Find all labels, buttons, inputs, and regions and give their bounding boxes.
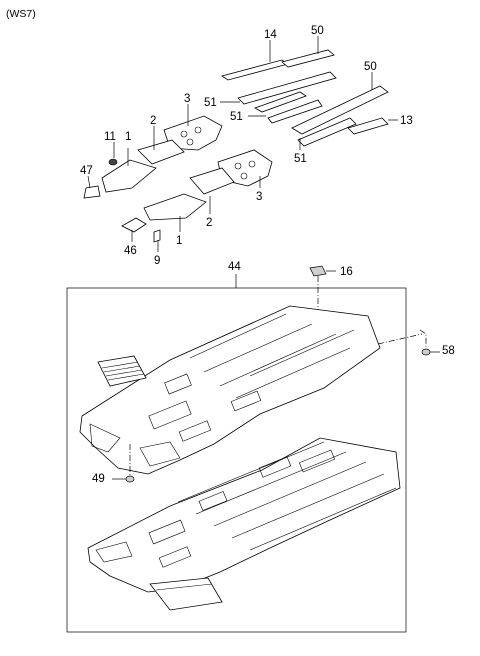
callout-46: 46 (124, 245, 137, 257)
callout-51-b: 51 (230, 111, 243, 123)
part-1-upper-pad (101, 159, 157, 193)
callout-3-mid: 3 (256, 191, 262, 203)
part-14-pad (221, 59, 289, 81)
part-46-piece (121, 217, 147, 233)
callout-44: 44 (228, 261, 241, 273)
callout-16: 16 (340, 266, 353, 278)
floor-mat-assembly-frame (66, 287, 407, 633)
callout-9: 9 (154, 255, 160, 267)
part-2-upper-pad (137, 139, 185, 165)
part-51-right-pad (297, 117, 357, 147)
callout-58: 58 (442, 345, 455, 357)
part-49-clip (112, 444, 135, 483)
part-16-clip (309, 265, 336, 340)
part-11-clip (108, 158, 118, 166)
callout-13: 13 (400, 115, 413, 127)
callout-2-top: 2 (150, 115, 156, 127)
model-code: (WS7) (6, 8, 36, 20)
upper-floor-mat (79, 305, 381, 475)
callout-1-top: 1 (125, 131, 131, 143)
part-2-mid-pad (189, 167, 235, 195)
callout-3-top: 3 (184, 93, 190, 105)
callout-51-a: 51 (204, 97, 217, 109)
callout-11: 11 (104, 131, 116, 143)
part-3-mid-pad (217, 149, 273, 187)
part-9-piece (153, 229, 161, 243)
part-47-piece (83, 185, 101, 199)
callout-14: 14 (264, 29, 277, 41)
part-13-pad (347, 117, 389, 135)
part-51-upper-pads (254, 91, 323, 124)
callout-49: 49 (92, 473, 105, 485)
part-58-clip (377, 329, 440, 356)
callout-47: 47 (80, 165, 93, 177)
lower-floor-mat (87, 437, 401, 593)
callout-50-top: 50 (311, 25, 324, 37)
callout-2-mid: 2 (206, 217, 212, 229)
leader-lines (87, 36, 398, 288)
callout-1-mid: 1 (176, 235, 182, 247)
cargo-mat (149, 577, 223, 611)
part-50-upper-pad (237, 49, 337, 105)
part-1-mid-pad (143, 193, 207, 221)
callout-51-c: 51 (294, 153, 307, 165)
part-50-right-pad (291, 85, 389, 135)
callout-50-right: 50 (364, 61, 377, 73)
vent-grille (97, 355, 147, 387)
